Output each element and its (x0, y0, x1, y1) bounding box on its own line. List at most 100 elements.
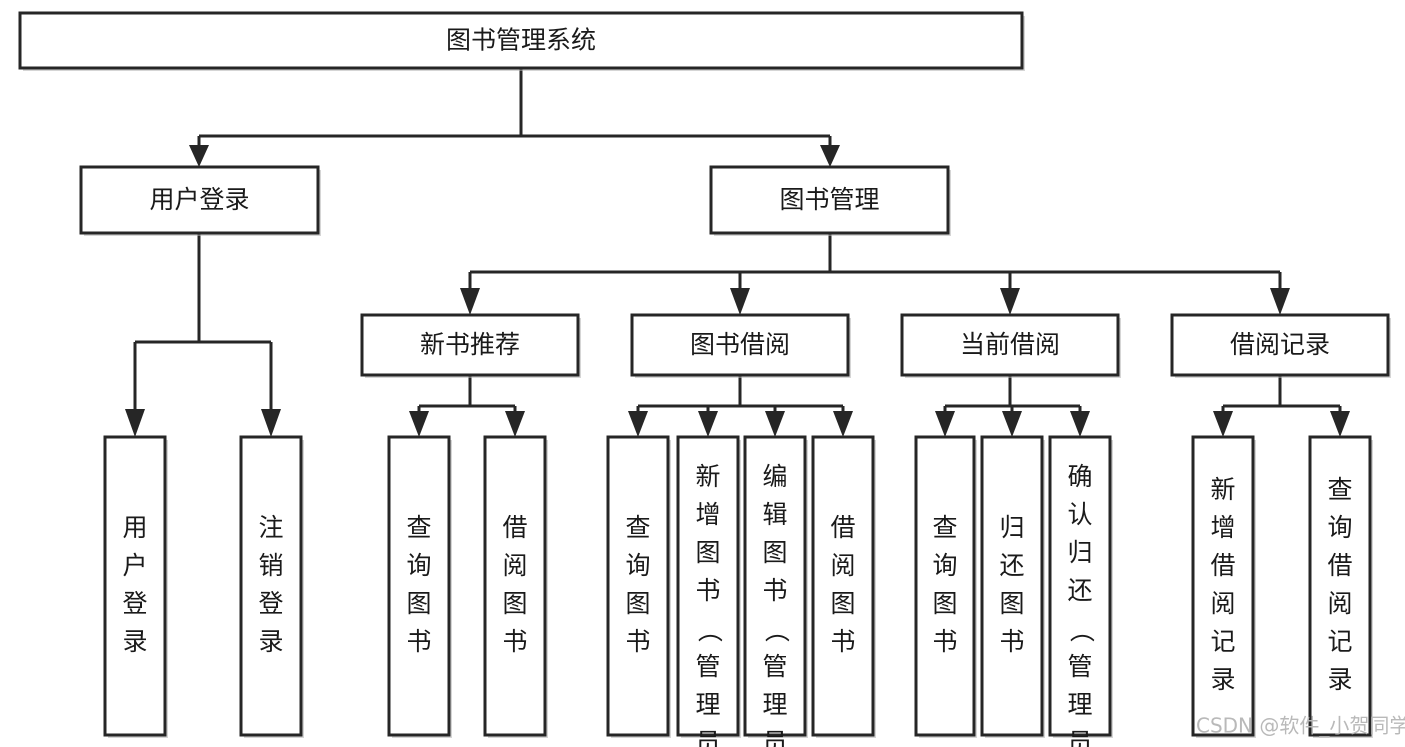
node-level3-0[interactable]: 新书推荐 (360, 313, 581, 378)
node-box[interactable] (483, 435, 547, 737)
arrow-borrow-leaf4 (833, 411, 853, 437)
node-label-char: 询 (932, 551, 957, 580)
node-label-char: 书 (932, 627, 957, 656)
arrow-current-leaf1 (935, 411, 955, 437)
node-box[interactable] (1170, 313, 1390, 377)
node-label: 图书管理 (779, 185, 879, 214)
node-label-char: 员 (762, 728, 787, 747)
node-label-char: 书 (625, 627, 650, 656)
node-label-char: 查 (625, 513, 650, 542)
arrow-to-newbook (460, 288, 480, 315)
node-label-char: 图 (695, 538, 720, 567)
arrow-to-record (1270, 288, 1290, 315)
node-label-char: 记 (1327, 627, 1352, 656)
node-box[interactable] (743, 435, 807, 737)
node-label-char: 用 (122, 513, 147, 542)
node-label: 新书推荐 (420, 330, 520, 359)
node-box[interactable] (79, 165, 320, 235)
arrow-current-leaf3 (1070, 411, 1090, 437)
node-label-char: 书 (695, 576, 720, 605)
node-box[interactable] (103, 435, 167, 737)
node-level3-2[interactable]: 当前借阅 (900, 313, 1121, 378)
arrow-record-leaf1 (1213, 411, 1233, 437)
node-label: 当前借阅 (960, 330, 1060, 359)
node-box[interactable] (239, 435, 303, 737)
node-label-char: 辑 (762, 500, 787, 529)
node-leaf-0[interactable]: 用户登录 (103, 435, 168, 738)
arrow-to-current (1000, 288, 1020, 315)
node-box[interactable] (900, 313, 1120, 377)
node-label-char: 理 (762, 690, 787, 719)
node-box[interactable] (606, 435, 670, 737)
node-box[interactable] (1048, 435, 1112, 737)
arrow-to-user-login (189, 145, 209, 167)
node-root-0[interactable]: 图书管理系统 (18, 11, 1025, 71)
node-label-char: 图 (999, 589, 1024, 618)
connector-layer (125, 68, 1350, 437)
node-label-char: 登 (122, 589, 147, 618)
node-label: 用户登录 (149, 185, 249, 214)
node-box[interactable] (387, 435, 451, 737)
node-box[interactable] (1191, 435, 1255, 737)
node-label-char: 员 (695, 728, 720, 747)
arrow-to-leaf-logout (261, 409, 281, 437)
node-label-char: 理 (1067, 690, 1092, 719)
node-box[interactable] (1308, 435, 1372, 737)
node-level2-1[interactable]: 图书管理 (709, 165, 951, 236)
node-label-char: 书 (830, 627, 855, 656)
node-label-char: 借 (1327, 551, 1352, 580)
node-label-char: 查 (932, 513, 957, 542)
node-label-char: 书 (502, 627, 527, 656)
node-label-char: 书 (762, 576, 787, 605)
arrow-to-leaf-user-login (125, 409, 145, 437)
node-box[interactable] (980, 435, 1044, 737)
node-label-char: 查 (406, 513, 431, 542)
node-label-char: （ (762, 617, 791, 642)
node-label-char: 阅 (502, 551, 527, 580)
node-box[interactable] (360, 313, 580, 377)
node-label-char: 录 (122, 627, 147, 656)
node-box[interactable] (709, 165, 950, 235)
node-label-char: 录 (1327, 665, 1352, 694)
node-level3-3[interactable]: 借阅记录 (1170, 313, 1391, 378)
node-label-char: 归 (1067, 538, 1092, 567)
node-box[interactable] (914, 435, 976, 737)
node-label-char: 图 (625, 589, 650, 618)
node-label-char: 图 (502, 589, 527, 618)
node-label-char: 确 (1067, 462, 1092, 491)
node-label-char: 还 (1067, 576, 1092, 605)
node-label: 借阅记录 (1230, 330, 1330, 359)
node-label-char: 询 (406, 551, 431, 580)
node-level3-1[interactable]: 图书借阅 (630, 313, 851, 378)
node-box[interactable] (676, 435, 740, 737)
node-box[interactable] (630, 313, 850, 377)
node-label-char: 管 (1067, 652, 1092, 681)
node-label-char: 借 (502, 513, 527, 542)
node-label-char: （ (695, 617, 724, 642)
node-label: 图书借阅 (690, 330, 790, 359)
node-label-char: 询 (625, 551, 650, 580)
node-label-char: 阅 (830, 551, 855, 580)
node-label-char: 增 (1210, 513, 1235, 542)
node-label-char: 录 (258, 627, 283, 656)
node-level2-0[interactable]: 用户登录 (79, 165, 321, 236)
node-label-char: 认 (1067, 500, 1092, 529)
node-box[interactable] (811, 435, 875, 737)
node-label-char: （ (1067, 617, 1096, 642)
node-box[interactable] (18, 11, 1024, 70)
node-label-char: 员 (1067, 728, 1092, 747)
